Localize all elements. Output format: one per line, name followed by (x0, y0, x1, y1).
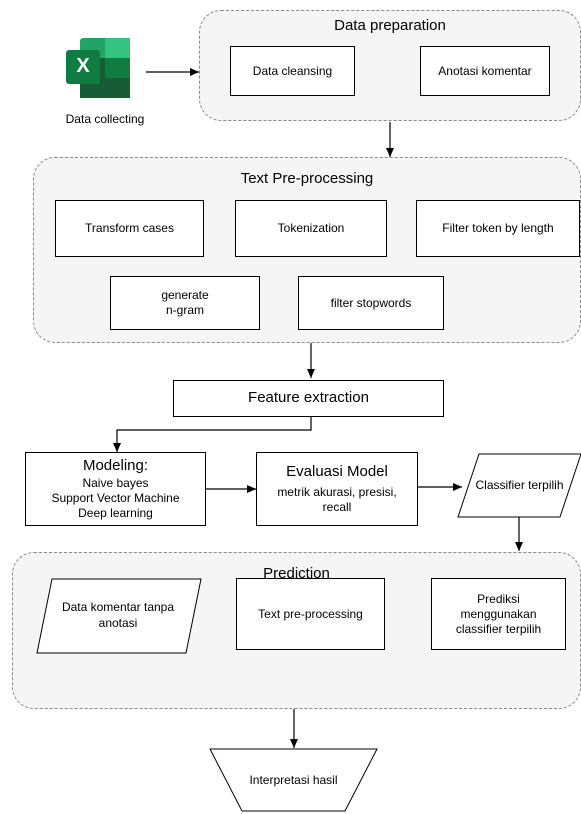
feature-extraction-box: Feature extraction (173, 380, 444, 417)
evaluasi-model-box: Evaluasi Model metrik akurasi, presisi, … (256, 452, 418, 526)
filter-stopwords-box: filter stopwords (298, 276, 444, 330)
modeling-item: Support Vector Machine (51, 490, 180, 505)
generate-ngram-box: generate n-gram (110, 276, 260, 330)
prediction-title: Prediction (263, 565, 330, 582)
result-label: Interpretasi hasil (249, 773, 338, 787)
modeling-item: Naive bayes (82, 475, 149, 490)
arrow-feature-to-modeling (113, 417, 312, 452)
modeling-box: Modeling: Naive bayes Support Vector Mac… (25, 452, 206, 526)
modeling-title: Modeling: (82, 457, 149, 475)
classifier-label: Classifier terpilih (475, 478, 564, 492)
prediksi-box: Prediksi menggunakan classifier terpilih (431, 578, 566, 650)
evaluasi-subtitle: metrik akurasi, presisi, recall (277, 484, 397, 514)
data-komentar-label: Data komentar tanpa anotasi (61, 600, 175, 631)
filter-token-box: Filter token by length (416, 200, 580, 257)
transform-cases-box: Transform cases (55, 200, 204, 257)
modeling-item: Deep learning (78, 505, 153, 520)
data-cleansing-box: Data cleansing (230, 46, 355, 96)
data-collecting-label: Data collecting (65, 112, 145, 126)
anotasi-komentar-box: Anotasi komentar (420, 46, 550, 96)
evaluasi-title: Evaluasi Model (286, 463, 388, 481)
excel-icon-letter: X (76, 55, 90, 77)
data-preparation-title: Data preparation (334, 17, 446, 34)
tokenization-box: Tokenization (235, 200, 387, 257)
text-preprocessing-step-box: Text pre-processing (236, 578, 385, 650)
text-preprocessing-title: Text Pre-processing (240, 170, 374, 187)
